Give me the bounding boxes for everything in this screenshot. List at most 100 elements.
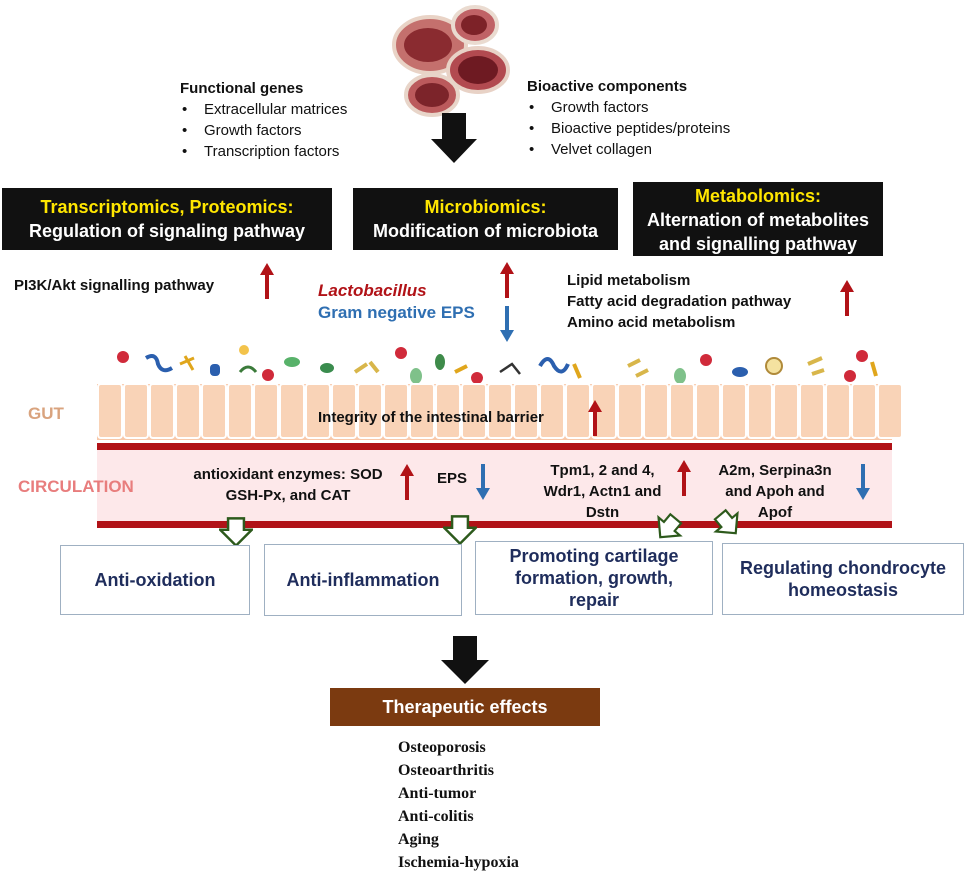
gut-cell [149,383,175,439]
gut-cell [513,383,539,439]
vessel-wall-bottom [97,521,892,528]
gut-cell [461,383,487,439]
therapeutic-item: Aging [398,831,439,848]
microbiomics-title: Microbiomics: [424,197,547,217]
functional-gene-item: Transcription factors [180,141,410,162]
tpm-line1: Tpm1, 2 and 4, [550,462,655,479]
effect-text: Regulating chondrocyte [739,558,946,578]
gut-cell [435,383,461,439]
gut-cell [227,383,253,439]
lactobacillus-label: Lactobacillus [318,281,427,300]
metabolism-item: Amino acid metabolism [567,314,736,331]
gut-cell [617,383,643,439]
gut-cell [305,383,331,439]
metabolism-list: Lipid metabolism Fatty acid degradation … [567,270,791,333]
microbiota-row [117,345,878,384]
circulation-vessel [97,447,892,527]
pathway-label: PI3K/Akt signalling pathway [14,277,215,294]
metabolomics-box: Metabolomics: Alternation of metabolites… [633,182,883,256]
gut-epithelium [97,383,903,440]
metabolism-item: Fatty acid degradation pathway [567,293,792,310]
functional-genes-title: Functional genes [180,80,304,97]
bioactive-component-item: Bioactive peptides/proteins [527,118,787,139]
tpm-line3: Dstn [585,504,620,521]
enzymes-line1: antioxidant enzymes: SOD [193,466,383,483]
up-arrow-transcriptomics [260,263,274,299]
up-arrow-metabolism [840,280,854,316]
effect-cartilage: Promoting cartilage formation, growth, r… [475,541,713,615]
gut-cell [383,383,409,439]
gut-cell [487,383,513,439]
barrier-label: Integrity of the intestinal barrier [318,409,544,426]
bioactive-component-item: Velvet collagen [527,139,787,160]
therapeutic-list: Osteoporosis Osteoarthritis Anti-tumor A… [398,736,519,874]
gut-cell [851,383,877,439]
a2m-line1: A2m, Serpina3n [718,462,832,479]
gut-cell [825,383,851,439]
metabolomics-subtitle-line2: and signalling pathway [658,234,858,254]
down-arrow-gram-negative [500,306,514,342]
a2m-label: A2m, Serpina3n and Apoh and Apof [705,460,845,523]
enzymes-line2: GSH-Px, and CAT [225,487,351,504]
enzymes-label: antioxidant enzymes: SOD GSH-Px, and CAT [178,464,398,506]
gut-cell [721,383,747,439]
gut-cell [877,383,903,439]
transcriptomics-subtitle: Regulation of signaling pathway [28,221,305,241]
tpm-label: Tpm1, 2 and 4, Wdr1, Actn1 and Dstn [530,460,675,523]
transcriptomics-title: Transcriptomics, Proteomics: [40,197,294,217]
therapeutic-item: Ischemia-hypoxia [398,854,519,871]
gut-cell [747,383,773,439]
up-arrow-lactobacillus [500,262,514,298]
gut-cell [539,383,565,439]
gut-label: GUT [28,404,64,423]
functional-genes-block: Functional genes Extracellular matrices … [180,78,410,162]
gram-negative-eps-label: Gram negative EPS [318,303,475,322]
bioactive-component-item: Growth factors [527,97,787,118]
functional-gene-item: Growth factors [180,120,410,141]
therapeutic-item: Anti-tumor [398,785,477,802]
therapeutic-item: Osteoarthritis [398,762,494,779]
effect-text: repair [568,590,620,610]
hollow-arrow-cartilage [657,512,683,539]
hollow-arrow-chondrocyte [713,508,739,535]
functional-gene-item: Extracellular matrices [180,99,410,120]
metabolomics-title: Metabolomics: [694,186,822,206]
effect-text: formation, growth, [515,568,673,588]
gut-cell [643,383,669,439]
therapeutic-item: Osteoporosis [398,739,486,756]
effect-text: Promoting cartilage [509,546,679,566]
gut-cell [799,383,825,439]
a2m-line3: Apof [757,504,793,521]
gut-cell [331,383,357,439]
therapeutic-effects-box: Therapeutic effects [330,688,600,726]
gut-cell [773,383,799,439]
effect-text: Anti-oxidation [94,570,216,590]
effect-anti-inflammation: Anti-inflammation [264,544,462,616]
tpm-line2: Wdr1, Actn1 and [543,483,662,500]
eps-label: EPS [437,470,468,487]
effect-chondrocyte: Regulating chondrocyte homeostasis [722,543,964,615]
gut-cell [357,383,383,439]
a2m-line2: and Apoh and [725,483,825,500]
gut-cell [123,383,149,439]
circulation-label: CIRCULATION [18,477,134,496]
effect-text: homeostasis [787,580,899,600]
bioactive-components-block: Bioactive components Growth factors Bioa… [527,76,787,160]
transcriptomics-box: Transcriptomics, Proteomics: Regulation … [2,188,332,250]
antler-slices-image [392,5,510,117]
gut-cell [409,383,435,439]
metabolomics-subtitle-line1: Alternation of metabolites [646,210,870,230]
gut-cell [175,383,201,439]
gut-cell [695,383,721,439]
gut-cell [253,383,279,439]
therapeutic-item: Anti-colitis [398,808,474,825]
effect-anti-oxidation: Anti-oxidation [60,545,250,615]
gut-cell [97,383,123,439]
microbiomics-subtitle: Modification of microbiota [373,221,598,241]
gut-cell [279,383,305,439]
bottom-down-arrow [441,636,489,684]
microbiomics-box: Microbiomics: Modification of microbiota [353,188,618,250]
gut-cell [669,383,695,439]
gut-cell [201,383,227,439]
